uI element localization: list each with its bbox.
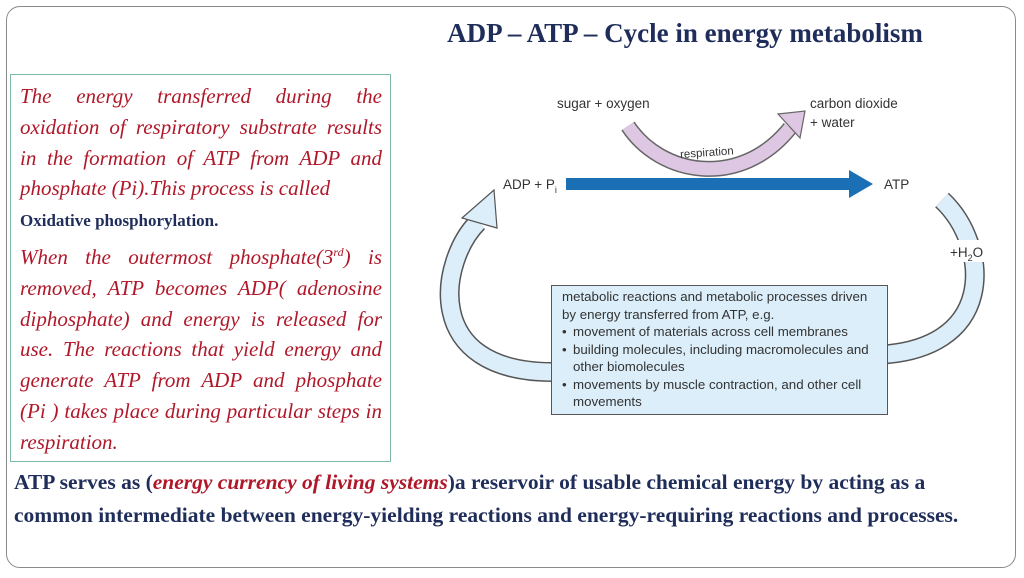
list-item: building molecules, including macromolec… — [562, 341, 881, 376]
summary-text-a: ATP serves as ( — [14, 470, 153, 494]
superscript-rd: rd — [333, 244, 344, 259]
atp-label: ATP — [884, 177, 909, 192]
adp-label: ADP + Pi — [503, 177, 557, 195]
summary-text-b: )a reservoir of usable chemical energy b… — [14, 470, 959, 527]
summary-text: ATP serves as (energy currency of living… — [14, 466, 1004, 532]
paragraph-1: The energy transferred during the oxidat… — [20, 81, 382, 237]
left-arrowhead — [460, 188, 498, 229]
reactants-label: sugar + oxygen — [557, 96, 650, 111]
products-label-1: carbon dioxide — [810, 96, 898, 111]
metabolic-processes-box: metabolic reactions and metabolic proces… — [551, 285, 888, 415]
box-intro: metabolic reactions and metabolic proces… — [562, 289, 868, 322]
water-subscript: 2 — [968, 253, 973, 263]
adp-to-atp-arrow — [566, 170, 873, 198]
respiration-arrowhead — [776, 110, 806, 140]
list-item: movement of materials across cell membra… — [562, 323, 881, 341]
process-list: movement of materials across cell membra… — [562, 323, 881, 411]
oxidative-phosphorylation-term: Oxidative phosphorylation. — [20, 211, 219, 231]
adp-subscript: i — [555, 185, 557, 195]
adp-text: ADP + P — [503, 177, 555, 192]
paragraph-2-text-b: ) is removed, ATP becomes ADP( adenosine… — [20, 244, 383, 454]
paragraph-2-text-a: When the outermost phosphate(3 — [20, 244, 334, 269]
paragraph-2: When the outermost phosphate(3rd) is rem… — [20, 237, 382, 458]
paragraph-1-text: The energy transferred during the oxidat… — [20, 84, 382, 201]
list-item: movements by muscle contraction, and oth… — [562, 376, 881, 411]
products-label-2: + water — [810, 115, 855, 130]
water-label: +H2O — [950, 245, 983, 263]
water-text-b: O — [973, 245, 984, 260]
explanation-textbox: The energy transferred during the oxidat… — [10, 74, 391, 462]
water-text-a: +H — [950, 245, 968, 260]
slide-title: ADP – ATP – Cycle in energy metabolism — [447, 18, 923, 48]
respiration-label: respiration — [680, 145, 734, 161]
energy-currency-phrase: energy currency of living systems — [152, 470, 448, 494]
